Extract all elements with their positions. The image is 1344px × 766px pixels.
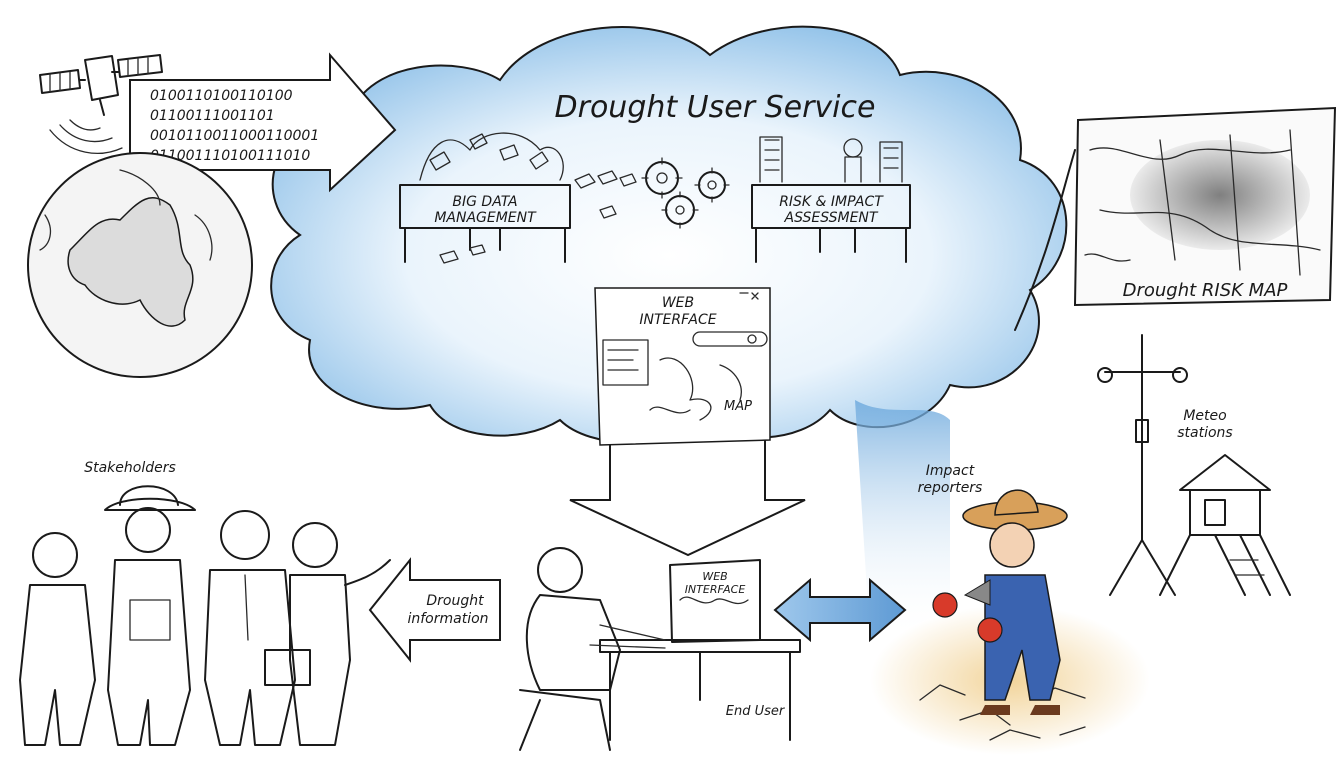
globe-icon [27, 152, 253, 378]
gears-icon [641, 157, 730, 229]
drought-info-label-2: information [407, 611, 488, 627]
impact-up-arrow [855, 400, 950, 640]
binary-row-1: 0100110100110100 [150, 88, 293, 104]
risk-impact-assessment-desk [751, 136, 911, 263]
farmer-icon [870, 489, 1150, 755]
web-interface-label-1: WEB [662, 295, 694, 311]
meteo-label-1: Meteo [1183, 408, 1226, 424]
binary-row-3: 0010110011000110001 [150, 128, 319, 144]
monitor-label-1: WEB [702, 570, 727, 583]
big-data-label-1: BIG DATA [452, 194, 517, 210]
binary-row-4: 011001110100111010 [150, 148, 310, 164]
end-user-desk [519, 547, 801, 751]
monitor-label-2: INTERFACE [685, 583, 746, 596]
drought-risk-map [1073, 106, 1337, 307]
big-data-management-desk [399, 132, 637, 264]
big-data-label-2: MANAGEMENT [434, 210, 537, 226]
drought-info-label-1: Drought [426, 593, 484, 609]
meteo-label-2: stations [1177, 425, 1232, 441]
meteo-station-icon [1097, 334, 1291, 596]
risk-label-1: RISK & IMPACT [779, 194, 884, 210]
map-label: MAP [724, 399, 752, 414]
cloud [270, 25, 1068, 444]
binary-row-2: 01100111001101 [150, 108, 275, 124]
stakeholders-group [19, 485, 391, 746]
end-user-label: End User [726, 704, 786, 719]
satellite-icon [39, 54, 163, 154]
impact-label-2: reporters [918, 480, 983, 496]
double-arrow [773, 577, 907, 643]
stakeholders-label: Stakeholders [84, 460, 176, 476]
web-interface-page [594, 287, 771, 446]
risk-map-label: Drought RISK MAP [1123, 280, 1288, 301]
impact-label-1: Impact [926, 463, 975, 479]
risk-label-2: ASSESSMENT [784, 210, 879, 226]
drought-info-arrow [368, 557, 501, 663]
service-title: Drought User Service [555, 90, 876, 125]
web-interface-label-2: INTERFACE [639, 312, 716, 328]
map-connector [1014, 149, 1076, 331]
